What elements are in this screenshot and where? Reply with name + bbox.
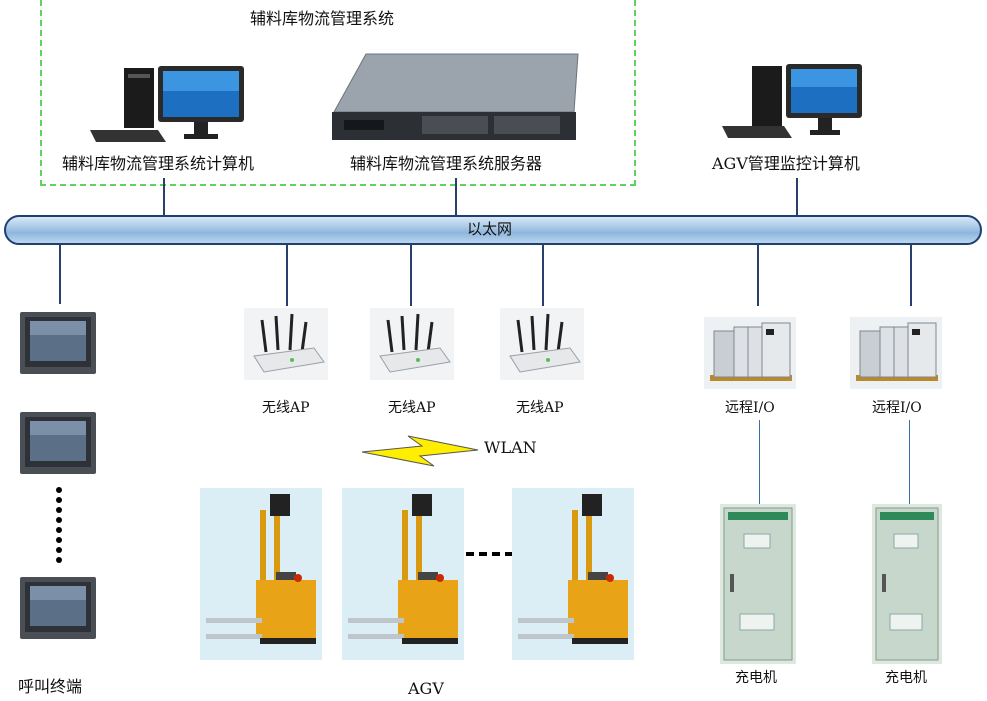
agv-label: AGV: [408, 679, 444, 698]
ellipsis-dashes: [466, 552, 513, 556]
agv-monitor-connector: [796, 178, 798, 216]
system-group-boundary: [40, 0, 636, 186]
remote-io-module-icon: [850, 317, 942, 389]
wireless-ap-icon: [244, 308, 328, 380]
agv-forklift-icon: [200, 488, 322, 660]
client-pc-connector: [163, 178, 165, 216]
panel-monitor-icon: [20, 312, 96, 374]
ap2-connector: [410, 244, 412, 306]
group-title: 辅料库物流管理系统: [250, 9, 395, 28]
client-pc-label: 辅料库物流管理系统计算机: [62, 154, 255, 173]
call-terminal-label: 呼叫终端: [18, 677, 83, 696]
server-connector: [455, 178, 457, 216]
server-label: 辅料库物流管理系统服务器: [350, 154, 543, 173]
remote-io-module-icon: [704, 317, 796, 389]
ap-label: 无线AP: [262, 400, 310, 416]
ap3-connector: [542, 244, 544, 306]
charger-cabinet-icon: [720, 504, 796, 664]
desktop-computer-icon: [90, 66, 244, 142]
ethernet-bus: [4, 215, 982, 245]
ethernet-label: 以太网: [467, 220, 513, 238]
ap1-connector: [286, 244, 288, 306]
agv-forklift-icon: [342, 488, 464, 660]
agv-forklift-icon: [512, 488, 634, 660]
desktop-computer-icon: [722, 64, 862, 138]
ellipsis-dots: [56, 487, 62, 563]
lightning-bolt-icon: [361, 435, 479, 467]
agv-monitor-pc-label: AGV管理监控计算机: [712, 154, 860, 173]
charger-label: 充电机: [885, 670, 927, 686]
charger-label: 充电机: [735, 670, 777, 686]
rack-server-icon: [332, 53, 579, 140]
remote-io-label: 远程I/O: [872, 400, 922, 416]
panel-monitor-icon: [20, 412, 96, 474]
charger-cabinet-icon: [872, 504, 942, 664]
wireless-ap-icon: [500, 308, 584, 380]
terminal-connector: [59, 244, 61, 304]
io-charger-link: [909, 420, 910, 504]
wlan-label: WLAN: [484, 438, 537, 457]
ap-label: 无线AP: [388, 400, 436, 416]
remote-io-label: 远程I/O: [725, 400, 775, 416]
ap-label: 无线AP: [516, 400, 564, 416]
panel-monitor-icon: [20, 577, 96, 639]
io-charger-link: [759, 420, 760, 504]
io1-connector: [757, 244, 759, 306]
wireless-ap-icon: [370, 308, 454, 380]
io2-connector: [910, 244, 912, 306]
